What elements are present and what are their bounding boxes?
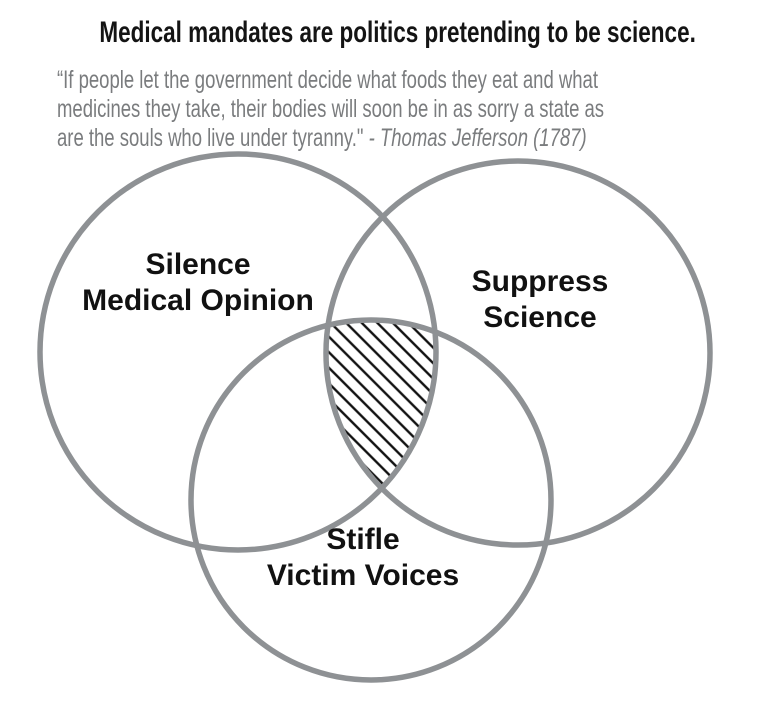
label-suppress-science: Suppress Science bbox=[390, 264, 690, 336]
label-line: Science bbox=[483, 301, 597, 334]
label-silence-medical-opinion: Silence Medical Opinion bbox=[38, 247, 358, 319]
label-stifle-victim-voices: Stifle Victim Voices bbox=[213, 522, 513, 594]
quote-line-3-text: are the souls who live under tyranny." bbox=[57, 124, 369, 152]
label-line: Stifle bbox=[326, 523, 400, 556]
label-line: Medical Opinion bbox=[82, 284, 314, 317]
label-line: Silence bbox=[145, 248, 251, 281]
label-line: Victim Voices bbox=[266, 559, 460, 592]
page-title: Medical mandates are politics pretending… bbox=[0, 16, 770, 50]
page-title-text: Medical mandates are politics pretending… bbox=[99, 16, 696, 49]
quote-attribution: - Thomas Jefferson (1787) bbox=[368, 124, 587, 152]
circle-silence-medical-opinion bbox=[37, 151, 439, 553]
circle-suppress-science bbox=[323, 158, 713, 548]
quote-line-3: are the souls who live under tyranny." -… bbox=[57, 124, 770, 153]
circle-stifle-victim-voices bbox=[188, 317, 554, 683]
jefferson-quote: “If people let the government decide wha… bbox=[57, 66, 770, 153]
quote-line-2: medicines they take, their bodies will s… bbox=[57, 95, 605, 123]
label-line: Suppress bbox=[471, 265, 609, 298]
quote-line-1: “If people let the government decide wha… bbox=[57, 66, 598, 94]
